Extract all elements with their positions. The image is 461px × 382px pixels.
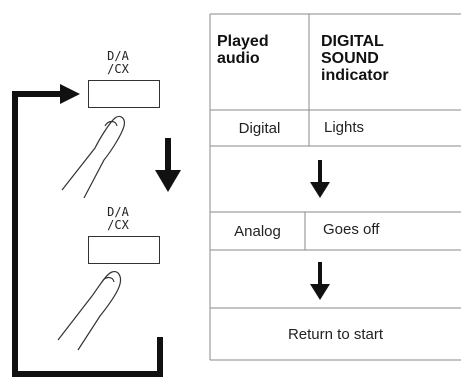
button-label: D/A /CX [107,205,129,232]
down-arrow-icon [155,138,181,192]
down-arrow-icon [310,160,330,198]
finger-press-icon [61,115,125,199]
row-analog-indicator: Goes off [323,221,380,238]
da-cx-button[interactable] [88,236,160,264]
down-arrow-icon [310,262,330,300]
row-digital-indicator: Lights [324,119,365,136]
da-cx-button[interactable] [88,80,160,108]
header-digital-sound-indicator: DIGITAL SOUND indicator [321,33,389,84]
button-label: D/A /CX [107,49,129,76]
finger-press-icon [57,271,122,351]
button-press-diagram: D/A /CX D/A /CX [0,0,200,382]
row-analog-audio: Analog [234,222,281,240]
loop-arrow-icon [12,84,163,377]
return-to-start: Return to start [287,325,384,343]
header-played-audio: Played audio [217,33,269,67]
row-digital-audio: Digital [238,119,281,137]
